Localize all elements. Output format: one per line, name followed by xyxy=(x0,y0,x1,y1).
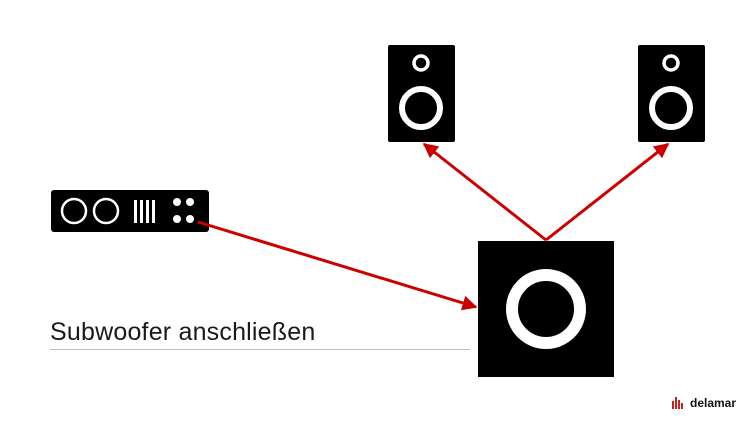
delamar-bars-icon xyxy=(672,397,683,409)
brand-logo: delamar xyxy=(672,396,736,410)
caption-title: Subwoofer anschließen xyxy=(50,318,316,346)
arrow-subwoofer-to-right-speaker xyxy=(545,142,670,242)
speaker-right-icon xyxy=(638,45,705,142)
arrow-subwoofer-to-left-speaker xyxy=(422,142,547,242)
audio-interface-icon xyxy=(51,190,209,232)
caption-divider xyxy=(50,349,470,350)
arrow-source-to-subwoofer xyxy=(197,220,478,311)
brand-name: delamar xyxy=(690,396,737,410)
subwoofer-icon xyxy=(478,241,614,377)
speaker-left-icon xyxy=(388,45,455,142)
